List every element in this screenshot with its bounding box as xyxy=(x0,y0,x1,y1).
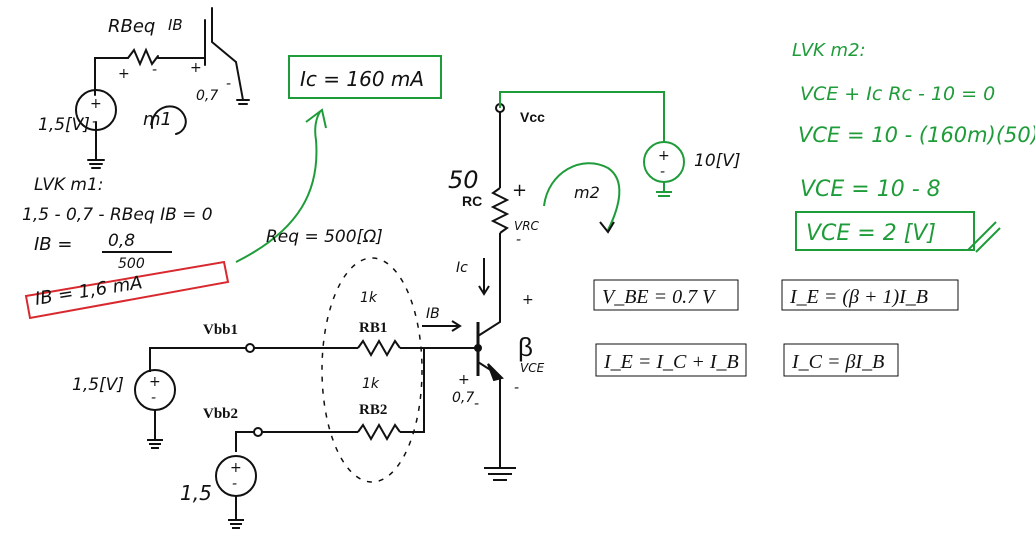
top-minus-1: - xyxy=(152,62,157,78)
v10-source-minus: - xyxy=(660,164,665,180)
vce-minus: - xyxy=(514,380,519,396)
eq-ie-beta: I_E = (β + 1)I_B xyxy=(789,286,928,308)
ib-fraction-den: 500 xyxy=(118,256,145,272)
ic-result: Ic = 160 mA xyxy=(300,67,424,91)
main-circuit-wires xyxy=(134,103,516,529)
vbb2-source-plus: + xyxy=(230,460,242,476)
vbe-minus: - xyxy=(474,396,479,412)
ib-fraction-num: 0,8 xyxy=(108,231,135,251)
top-plus-1: + xyxy=(118,66,130,82)
rb2-label: RB2 xyxy=(359,402,387,418)
eq-box-vbe xyxy=(593,279,739,311)
vbb2-value: 1,5 xyxy=(180,481,212,505)
vbb1-source-plus: + xyxy=(149,374,161,390)
lvk2-eq2: VCE = 10 - (160m)(50) xyxy=(798,123,1035,147)
eq-box-ie-sum xyxy=(595,343,747,377)
rb2-value: 1k xyxy=(362,376,380,392)
lvk1-equation: 1,5 - 0,7 - RBeq IB = 0 xyxy=(22,205,213,225)
vbb2-label: Vbb2 xyxy=(203,406,238,422)
lvk2-title: LVK m2: xyxy=(792,40,866,61)
lvk2-eq1: VCE + Ic Rc - 10 = 0 xyxy=(800,83,995,105)
vrc-plus: + xyxy=(512,180,527,201)
vce-plus: + xyxy=(522,292,534,308)
rb1-label: RB1 xyxy=(359,320,387,336)
rc-label: RC xyxy=(462,193,482,209)
lvk1-title: LVK m1: xyxy=(34,175,104,195)
eq-box-ie-beta xyxy=(781,279,959,311)
vbe-plus: + xyxy=(458,372,470,388)
vbb2-source-minus: - xyxy=(232,476,237,492)
ib-result-box xyxy=(24,260,230,320)
v10-label: 10[V] xyxy=(694,151,741,171)
eq-ic-beta: I_C = βI_B xyxy=(791,351,884,373)
req-dashed-ellipse xyxy=(321,257,423,483)
top-source-minus: - xyxy=(92,114,97,130)
top-v07: 0,7 xyxy=(196,88,218,104)
vce-label: VCE xyxy=(520,361,545,375)
req-annotation: Req = 500[Ω] xyxy=(266,227,383,247)
top-left-sketch xyxy=(75,7,250,169)
mesh-m1-label: m1 xyxy=(143,109,172,130)
ib-top-label: IB xyxy=(168,16,183,34)
vbb1-label: Vbb1 xyxy=(203,322,238,338)
ib-fraction-lhs: IB = xyxy=(34,234,72,255)
lvk2-eq3: VCE = 10 - 8 xyxy=(800,177,941,202)
ic-arrow-label: Ic xyxy=(456,260,468,276)
vrc-label: VRC xyxy=(514,219,540,233)
ib-arrow xyxy=(422,320,462,332)
vbe-value: 0,7 xyxy=(452,390,474,406)
ic-result-box xyxy=(288,55,442,99)
vce-result-box xyxy=(795,211,975,251)
lvk2-result: VCE = 2 [V] xyxy=(806,221,936,246)
vrc-minus: - xyxy=(516,232,521,248)
vcc-label: Vcc xyxy=(520,109,545,125)
mesh-m2-sketch xyxy=(499,91,685,234)
mesh-m2-label: m2 xyxy=(574,183,600,202)
top-source-plus: + xyxy=(90,96,102,112)
top-source-label: 1,5[V] xyxy=(38,115,90,135)
ib-result: IB = 1,6 mA xyxy=(33,272,143,310)
green-arrow-head xyxy=(305,108,327,129)
rc-value: 50 xyxy=(448,166,479,194)
ic-arrow xyxy=(478,258,490,296)
vbb1-value: 1,5[V] xyxy=(72,375,124,395)
rbeq-label: RBeq xyxy=(108,16,155,37)
top-plus-2: + xyxy=(190,60,202,76)
result-check-strokes xyxy=(967,221,1001,253)
rb1-value: 1k xyxy=(360,290,378,306)
ib-arrow-label: IB xyxy=(426,306,440,322)
eq-vbe: V_BE = 0.7 V xyxy=(602,286,717,308)
top-minus-2: - xyxy=(226,76,231,92)
vbb1-source-minus: - xyxy=(151,390,156,406)
beta-symbol: β xyxy=(518,332,533,362)
eq-ie-sum: I_E = I_C + I_B xyxy=(603,351,739,373)
green-arrow-curve xyxy=(235,111,321,263)
eq-box-ic-beta xyxy=(783,343,899,377)
v10-source-plus: + xyxy=(658,148,670,164)
